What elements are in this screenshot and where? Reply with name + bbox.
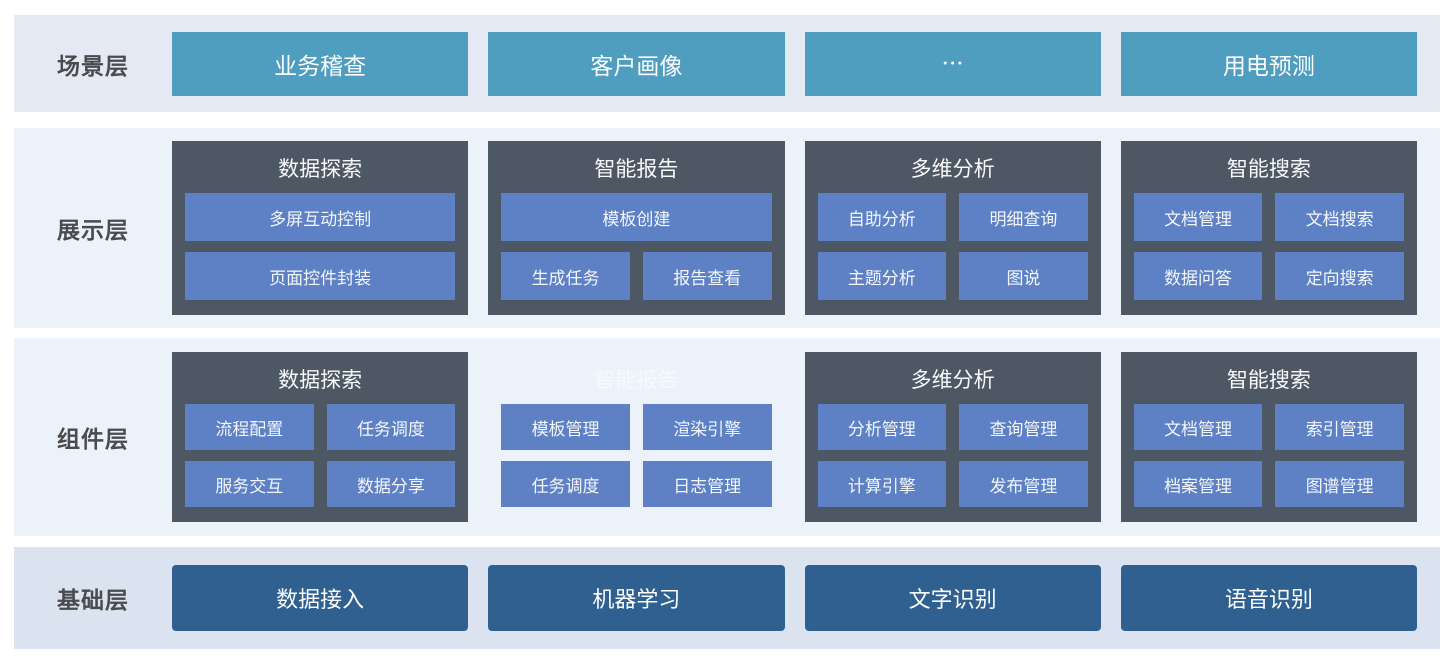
module-sub-box: 主题分析	[817, 252, 947, 300]
layer-label-component: 组件层	[57, 427, 129, 453]
module-group-row: 生成任务报告查看	[501, 252, 772, 300]
module-sub-box: 流程配置	[185, 404, 314, 450]
module-sub-box: 数据分享	[326, 461, 456, 507]
module-group-title: 智能报告	[594, 157, 679, 181]
module-group: 智能搜索文档管理索引管理档案管理图谱管理	[1120, 352, 1417, 522]
module-group-rows: 分析管理查询管理计算引擎发布管理	[817, 404, 1088, 507]
module-group-title: 数据探索	[278, 368, 363, 392]
module-group: 多维分析自助分析明细查询主题分析图说	[804, 141, 1101, 315]
module-sub-box: 页面控件封装	[185, 252, 456, 300]
layer-band-scene: 场景层 业务稽查客户画像 ··· 用电预测	[14, 15, 1440, 112]
module-group-row: 档案管理图谱管理	[1133, 461, 1404, 507]
layer-label-foundation: 基础层	[57, 588, 129, 614]
module-group-row: 服务交互数据分享	[185, 461, 456, 507]
module-group-rows: 文档管理索引管理档案管理图谱管理	[1133, 404, 1404, 507]
module-sub-box: 数据问答	[1133, 252, 1263, 300]
module-sub-box: 文档管理	[1133, 193, 1263, 241]
layer-band-component: 组件层 数据探索流程配置任务调度服务交互数据分享智能报告模板管理渲染引擎任务调度…	[14, 338, 1440, 536]
module-group-row: 计算引擎发布管理	[817, 461, 1088, 507]
module-group-title: 智能报告	[594, 368, 679, 392]
module-sub-box: 报告查看	[642, 252, 772, 300]
module-group-title: 数据探索	[278, 157, 363, 181]
module-sub-box: 索引管理	[1275, 404, 1404, 450]
module-sub-box: 模板创建	[501, 193, 772, 241]
module-sub-box: 自助分析	[817, 193, 947, 241]
foundation-box: 文字识别	[804, 565, 1101, 631]
layer-label-presentation: 展示层	[57, 218, 129, 244]
module-sub-box: 渲染引擎	[642, 404, 772, 450]
module-sub-box: 多屏互动控制	[185, 193, 456, 241]
module-sub-box: 计算引擎	[817, 461, 947, 507]
foundation-box: 机器学习	[488, 565, 785, 631]
module-group-title: 智能搜索	[1226, 157, 1311, 181]
module-sub-box: 生成任务	[501, 252, 630, 300]
layer-label-scene: 场景层	[57, 53, 129, 80]
module-group-row: 多屏互动控制	[185, 193, 456, 241]
layer-content-scene: 业务稽查客户画像 ··· 用电预测	[172, 31, 1440, 96]
module-sub-box: 文档搜索	[1275, 193, 1404, 241]
module-group-title: 智能搜索	[1226, 368, 1311, 392]
module-group-row: 模板创建	[501, 193, 772, 241]
module-group-rows: 模板管理渲染引擎任务调度日志管理	[501, 404, 772, 507]
layer-band-foundation: 基础层 数据接入机器学习文字识别语音识别	[14, 547, 1440, 649]
module-group: 多维分析分析管理查询管理计算引擎发布管理	[804, 352, 1101, 522]
module-group-row: 主题分析图说	[817, 252, 1088, 300]
module-group: 数据探索流程配置任务调度服务交互数据分享	[172, 352, 469, 522]
module-sub-box: 档案管理	[1133, 461, 1263, 507]
module-group: 数据探索多屏互动控制页面控件封装	[172, 141, 469, 315]
module-group-rows: 多屏互动控制页面控件封装	[185, 193, 456, 300]
module-sub-box: 分析管理	[817, 404, 947, 450]
layer-content-foundation: 数据接入机器学习文字识别语音识别	[172, 565, 1440, 631]
module-group-row: 任务调度日志管理	[501, 461, 772, 507]
module-group: 智能报告模板创建生成任务报告查看	[488, 141, 785, 315]
module-group-row: 自助分析明细查询	[817, 193, 1088, 241]
module-sub-box: 查询管理	[959, 404, 1088, 450]
module-group-rows: 文档管理文档搜索数据问答定向搜索	[1133, 193, 1404, 300]
scene-box: 客户画像	[488, 31, 785, 96]
layer-content-component: 数据探索流程配置任务调度服务交互数据分享智能报告模板管理渲染引擎任务调度日志管理…	[172, 352, 1440, 522]
module-sub-box: 图说	[959, 252, 1088, 300]
module-group-row: 数据问答定向搜索	[1133, 252, 1404, 300]
module-group-row: 文档管理索引管理	[1133, 404, 1404, 450]
module-sub-box: 明细查询	[959, 193, 1088, 241]
module-group-row: 模板管理渲染引擎	[501, 404, 772, 450]
module-group-row: 分析管理查询管理	[817, 404, 1088, 450]
module-group-rows: 自助分析明细查询主题分析图说	[817, 193, 1088, 300]
module-group-row: 文档管理文档搜索	[1133, 193, 1404, 241]
module-group: 智能搜索文档管理文档搜索数据问答定向搜索	[1120, 141, 1417, 315]
foundation-box: 语音识别	[1120, 565, 1417, 631]
module-group: 智能报告模板管理渲染引擎任务调度日志管理	[488, 352, 784, 522]
scene-box: 用电预测	[1120, 31, 1417, 96]
layer-content-presentation: 数据探索多屏互动控制页面控件封装智能报告模板创建生成任务报告查看多维分析自助分析…	[172, 141, 1440, 315]
module-group-rows: 模板创建生成任务报告查看	[501, 193, 772, 300]
module-group-row: 流程配置任务调度	[185, 404, 456, 450]
module-sub-box: 图谱管理	[1275, 461, 1404, 507]
module-sub-box: 任务调度	[326, 404, 456, 450]
module-sub-box: 文档管理	[1133, 404, 1263, 450]
module-sub-box: 定向搜索	[1275, 252, 1404, 300]
module-group-title: 多维分析	[910, 368, 995, 392]
scene-box: 业务稽查	[172, 31, 469, 96]
module-sub-box: 发布管理	[959, 461, 1088, 507]
module-sub-box: 任务调度	[501, 461, 630, 507]
module-sub-box: 模板管理	[501, 404, 630, 450]
module-group-row: 页面控件封装	[185, 252, 456, 300]
layer-band-presentation: 展示层 数据探索多屏互动控制页面控件封装智能报告模板创建生成任务报告查看多维分析…	[14, 128, 1440, 328]
module-sub-box: 服务交互	[185, 461, 314, 507]
module-group-rows: 流程配置任务调度服务交互数据分享	[185, 404, 456, 507]
module-sub-box: 日志管理	[642, 461, 772, 507]
scene-box: ···	[804, 31, 1101, 96]
module-group-title: 多维分析	[910, 157, 995, 181]
foundation-box: 数据接入	[172, 565, 469, 631]
